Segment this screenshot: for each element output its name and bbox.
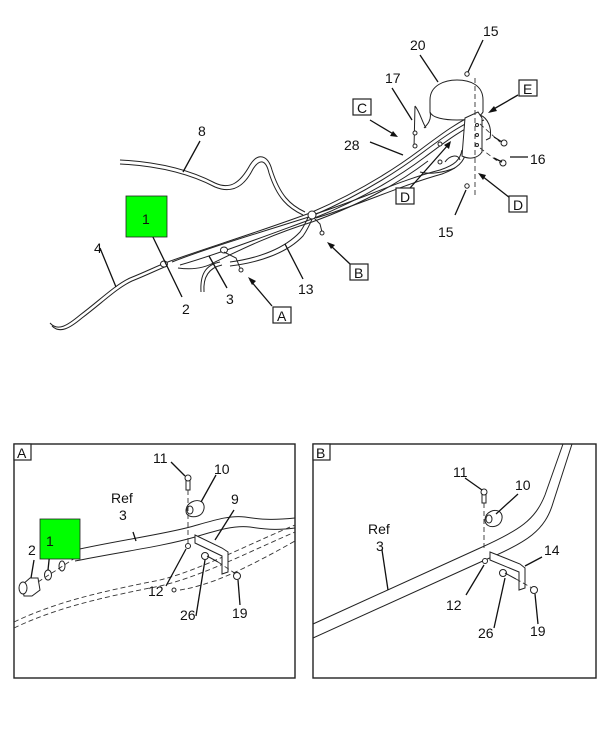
bracket-17 (413, 105, 416, 149)
detail-a-callout-2[interactable]: 2 (28, 542, 36, 558)
detail-b-panel: B Ref 3 10 11 12 14 19 26 (312, 443, 597, 679)
highlight-item-1[interactable] (125, 195, 168, 238)
bolt-16a (500, 139, 508, 147)
view-tags: A B C D D E (272, 79, 538, 324)
tube-13 (229, 212, 311, 263)
tube-8 (119, 156, 306, 213)
tube-4 (49, 262, 166, 328)
detail-a-callout-11[interactable]: 11 (153, 450, 168, 466)
callout-2[interactable]: 2 (182, 301, 190, 317)
detail-a-panel: A (13, 443, 296, 679)
view-tag-e[interactable]: E (518, 79, 538, 97)
detail-a-bolt-26 (201, 552, 209, 560)
detail-a-callout-12[interactable]: 12 (148, 583, 164, 599)
detail-a-tag: A (17, 445, 27, 461)
detail-b-callout-11[interactable]: 11 (453, 464, 468, 480)
tube-3 (200, 261, 221, 293)
main-view (49, 71, 508, 331)
detail-a-callout-9[interactable]: 9 (231, 491, 239, 507)
svg-text:D: D (400, 189, 410, 205)
detail-b-frame (312, 443, 597, 679)
detail-a-ref-item[interactable]: 3 (119, 507, 127, 523)
svg-text:E: E (523, 81, 532, 97)
detail-b-nut-19 (530, 586, 538, 594)
detail-b-ref-label: Ref (368, 521, 390, 537)
detail-b-bracket-14 (489, 551, 526, 591)
detail-b-tag: B (316, 445, 325, 461)
bracket (461, 111, 483, 159)
detail-b-nut-12 (482, 558, 488, 564)
detail-a-highlight-item-1[interactable] (39, 518, 81, 560)
detail-a-callout-26[interactable]: 26 (180, 607, 196, 623)
callout-4[interactable]: 4 (94, 240, 102, 256)
clamp-b (307, 210, 317, 220)
view-tag-c[interactable]: C (352, 98, 372, 116)
callout-16[interactable]: 16 (530, 151, 546, 167)
detail-a-bracket-9 (194, 534, 229, 575)
detail-b-ref-item[interactable]: 3 (376, 538, 384, 554)
detail-a-nut-12 (185, 543, 191, 549)
detail-a-ref-label: Ref (111, 490, 133, 506)
view-tag-d-left[interactable]: D (395, 187, 415, 205)
detail-b-bolt-26 (499, 569, 507, 577)
detail-a-tube-3 (74, 516, 296, 551)
detail-a-callout-1[interactable]: 1 (46, 533, 54, 549)
valve-20 (429, 79, 484, 121)
svg-text:C: C (357, 100, 367, 116)
detail-b-callout-19[interactable]: 19 (530, 623, 546, 639)
svg-text:B: B (354, 265, 363, 281)
view-tag-b[interactable]: B (349, 263, 369, 281)
screw-15-top (464, 71, 470, 77)
clamp-a (220, 246, 228, 254)
detail-b-callout-10[interactable]: 10 (515, 477, 531, 493)
callout-28[interactable]: 28 (344, 137, 360, 153)
callout-3[interactable]: 3 (226, 291, 234, 307)
screw-15-bottom (464, 183, 470, 189)
detail-a-nut-19 (233, 572, 241, 580)
detail-b-callout-14[interactable]: 14 (544, 542, 560, 558)
svg-text:D: D (513, 197, 523, 213)
detail-a-callout-19[interactable]: 19 (232, 605, 248, 621)
detail-b-tube-3 (312, 443, 564, 625)
detail-a-callout-10[interactable]: 10 (214, 461, 230, 477)
detail-b-callout-12[interactable]: 12 (446, 597, 462, 613)
callout-20[interactable]: 20 (410, 37, 426, 53)
view-tag-d-right[interactable]: D (508, 195, 528, 213)
svg-text:A: A (277, 308, 287, 324)
detail-b-callout-26[interactable]: 26 (478, 625, 494, 641)
callout-1[interactable]: 1 (142, 211, 150, 227)
detail-a-frame (13, 443, 296, 679)
main-callouts: 1 2 3 4 8 13 15 15 16 17 20 28 (94, 23, 546, 317)
callout-13[interactable]: 13 (298, 281, 314, 297)
callout-8[interactable]: 8 (198, 123, 206, 139)
callout-15-bottom[interactable]: 15 (438, 224, 454, 240)
callout-15-top[interactable]: 15 (483, 23, 499, 39)
callout-17[interactable]: 17 (385, 70, 401, 86)
view-tag-a[interactable]: A (272, 306, 292, 324)
main-leaders (99, 39, 528, 307)
